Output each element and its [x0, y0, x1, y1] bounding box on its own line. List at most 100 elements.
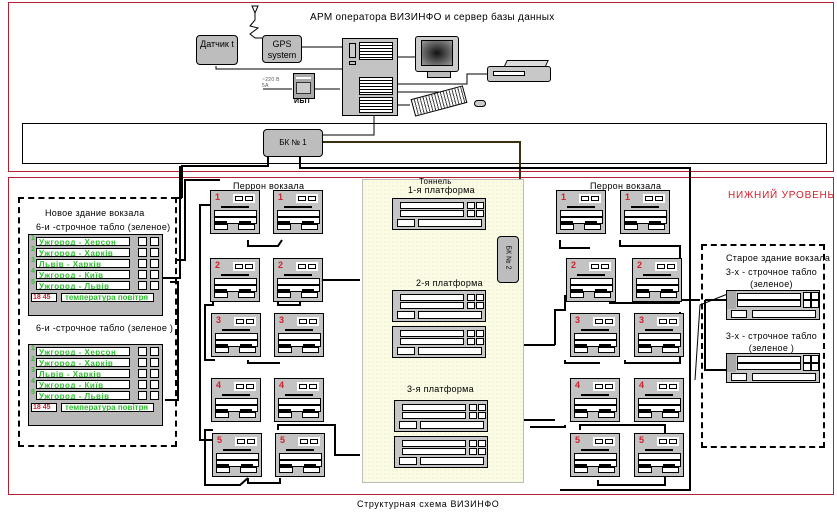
platform-number: 2	[571, 260, 577, 270]
clock-icon	[233, 194, 255, 203]
ups-label: ИБП	[294, 98, 310, 105]
top-title: АРМ оператора ВИЗИНФО и сервер базы данн…	[310, 12, 555, 23]
board-temperature: температура повітря	[61, 403, 154, 412]
ups-icon[interactable]	[293, 73, 315, 99]
platform-board[interactable]: 4	[211, 378, 261, 422]
board-time: 18 45	[31, 403, 57, 412]
sensor-label: Датчик t	[200, 39, 234, 49]
board1-title: 6-и -строчное табло (зеленое)	[36, 222, 171, 232]
tunnel-display-board[interactable]	[392, 198, 486, 230]
ups-input-label: ~220 В 5А	[262, 77, 280, 89]
bk2-label: БК № 2	[504, 245, 512, 270]
platform-board[interactable]: 5	[634, 433, 684, 477]
bk2-controller[interactable]: БК № 2	[497, 236, 519, 283]
platform-board[interactable]: 4	[570, 378, 620, 422]
old-board1-title: 3-х - строчное табло (зеленое)	[725, 267, 818, 289]
platform-number: 2	[215, 260, 221, 270]
platform-board[interactable]: 5	[275, 433, 325, 477]
server-icon[interactable]	[342, 38, 398, 116]
platform-number: 1	[561, 192, 567, 202]
platform-number: 2	[278, 260, 284, 270]
clock-icon	[593, 382, 615, 391]
clock-icon	[296, 262, 318, 271]
platform-board[interactable]: 3	[570, 313, 620, 357]
platform-number: 5	[280, 435, 286, 445]
tunnel-display-board[interactable]	[392, 290, 486, 322]
tunnel-platform-2-label: 2-я платформа	[416, 278, 483, 288]
platform-board[interactable]: 1	[210, 190, 260, 234]
old-building-area	[701, 244, 825, 448]
platform-number: 2	[637, 260, 643, 270]
clock-icon	[234, 382, 256, 391]
platform-board[interactable]: 2	[210, 258, 260, 302]
three-line-board[interactable]	[726, 290, 820, 320]
diagram-caption: Структурная схема ВИЗИНФО	[357, 499, 500, 509]
monitor-icon[interactable]	[415, 36, 460, 78]
platform-number: 5	[217, 435, 223, 445]
platform-board[interactable]: 1	[273, 190, 323, 234]
platform-number: 4	[575, 380, 581, 390]
lower-level-label: НИЖНИЙ УРОВЕНЬ	[728, 190, 835, 201]
tunnel-title: Тоннель	[419, 177, 452, 186]
board-row: Ужгород - Херсон	[36, 237, 130, 246]
platform-board[interactable]: 3	[274, 313, 324, 357]
platform-board[interactable]: 1	[620, 190, 670, 234]
platform-board[interactable]: 3	[211, 313, 261, 357]
clock-icon	[297, 382, 319, 391]
clock-icon	[657, 382, 679, 391]
three-line-board[interactable]	[726, 353, 820, 383]
top-level-frame	[8, 2, 834, 172]
platform-number: 1	[625, 192, 631, 202]
tunnel-display-board[interactable]	[392, 326, 486, 358]
old-building-title: Старое здание вокзала	[726, 253, 831, 263]
platform-board[interactable]: 5	[570, 433, 620, 477]
mouse-icon[interactable]	[474, 100, 486, 107]
clock-icon	[234, 317, 256, 326]
board-row: Ужгород - Харків	[36, 358, 130, 367]
tunnel-display-board[interactable]	[394, 400, 488, 432]
clock-icon	[593, 437, 615, 446]
clock-icon	[235, 437, 257, 446]
platform-board[interactable]: 4	[274, 378, 324, 422]
platform-number: 3	[639, 315, 645, 325]
clock-icon	[233, 262, 255, 271]
bk1-controller[interactable]: БК № 1	[263, 129, 323, 157]
clock-icon	[589, 262, 611, 271]
clock-icon	[593, 317, 615, 326]
platform-board[interactable]: 5	[212, 433, 262, 477]
platform-number: 4	[639, 380, 645, 390]
board-row: Ужгород - Херсон	[36, 347, 130, 356]
printer-icon[interactable]	[487, 60, 552, 82]
platform-board[interactable]: 2	[632, 258, 682, 302]
clock-icon	[657, 437, 679, 446]
board-row: Ужгород - Львів	[36, 281, 130, 290]
platform-number: 1	[278, 192, 284, 202]
sensor-box[interactable]: Датчик t	[196, 35, 238, 65]
platform-board[interactable]: 4	[634, 378, 684, 422]
clock-icon	[643, 194, 665, 203]
clock-icon	[579, 194, 601, 203]
board-row: Ужгород - Львів	[36, 391, 130, 400]
board-row: Львів - Харків	[36, 259, 130, 268]
six-line-board-2[interactable]: 1 Ужгород - Херсон 2 Ужгород - Харків 3 …	[28, 344, 163, 426]
platform-board[interactable]: 2	[566, 258, 616, 302]
platform-board[interactable]: 2	[273, 258, 323, 302]
tunnel-display-board[interactable]	[394, 436, 488, 468]
six-line-board-1[interactable]: 1 Ужгород - Херсон 2 Ужгород - Харків 3 …	[28, 234, 163, 316]
gps-label: GPS system	[267, 39, 297, 60]
clock-icon	[298, 437, 320, 446]
gps-box[interactable]: GPS system	[262, 35, 302, 63]
board-temperature: температура повітря	[61, 293, 154, 302]
board2-title: 6-и -строчное табло (зеленое )	[36, 323, 174, 333]
row-index: 1	[31, 235, 35, 242]
board-row: Ужгород - Харків	[36, 248, 130, 257]
platform-number: 5	[639, 435, 645, 445]
platform-board[interactable]: 3	[634, 313, 684, 357]
platform-number: 3	[216, 315, 222, 325]
old-board2-title: 3-х - строчное табло (зеленое )	[725, 331, 818, 353]
platform-board[interactable]: 1	[556, 190, 606, 234]
board-row: Ужгород - Київ	[36, 380, 130, 389]
platform-left-title: Перрон вокзала	[233, 181, 305, 191]
clock-icon	[296, 194, 318, 203]
tunnel-platform-3-label: 3-я платформа	[407, 384, 474, 394]
